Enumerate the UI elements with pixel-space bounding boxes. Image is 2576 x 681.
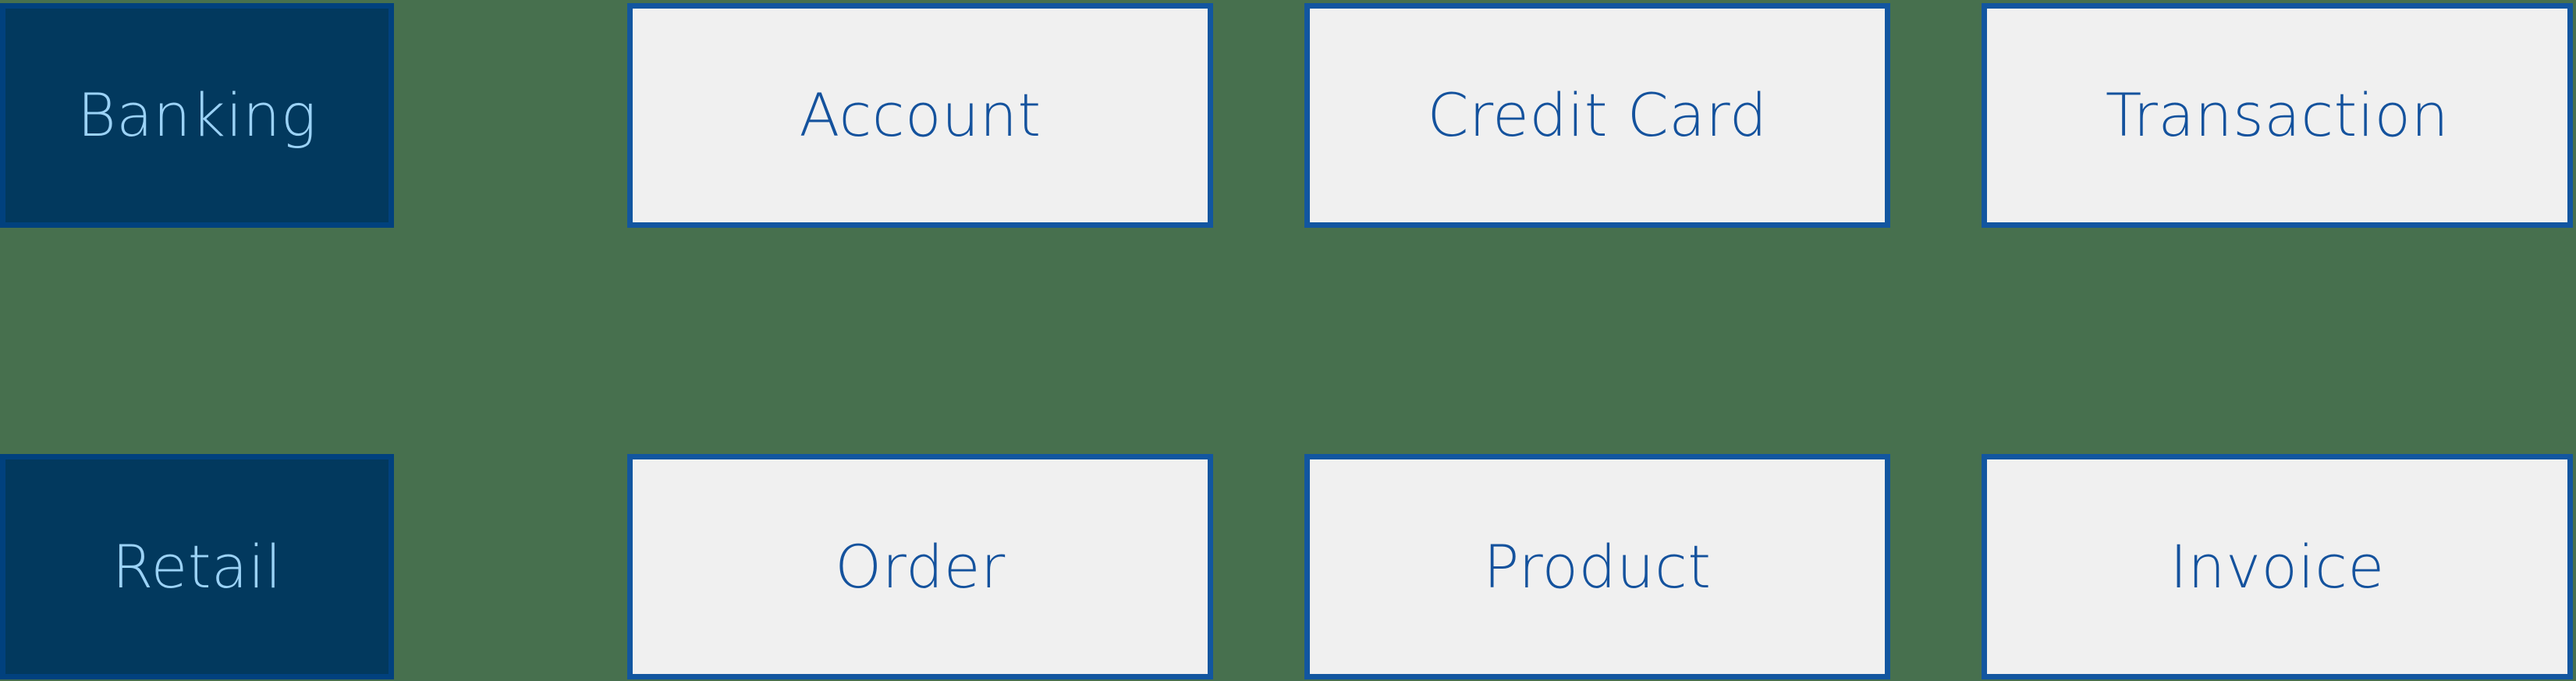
entity-tile-credit-card[interactable]: Credit Card bbox=[1304, 3, 1890, 228]
entity-tile-account[interactable]: Account bbox=[627, 3, 1213, 228]
entity-tile-transaction-label: Transaction bbox=[2105, 80, 2450, 151]
category-tile-banking[interactable]: Banking bbox=[0, 3, 394, 228]
entity-tile-invoice[interactable]: Invoice bbox=[1982, 454, 2573, 679]
entity-tile-product[interactable]: Product bbox=[1304, 454, 1890, 679]
entity-tile-order-label: Order bbox=[835, 531, 1006, 601]
entity-tile-invoice-label: Invoice bbox=[2170, 531, 2385, 601]
entity-tile-credit-card-label: Credit Card bbox=[1427, 80, 1768, 151]
entity-tile-order[interactable]: Order bbox=[627, 454, 1213, 679]
entity-tile-account-label: Account bbox=[799, 80, 1041, 151]
category-tile-banking-label: Banking bbox=[77, 80, 317, 151]
category-tile-retail-label: Retail bbox=[112, 531, 282, 601]
category-tile-retail[interactable]: Retail bbox=[0, 454, 394, 679]
entity-tile-transaction[interactable]: Transaction bbox=[1982, 3, 2573, 228]
entity-tile-product-label: Product bbox=[1483, 531, 1712, 601]
